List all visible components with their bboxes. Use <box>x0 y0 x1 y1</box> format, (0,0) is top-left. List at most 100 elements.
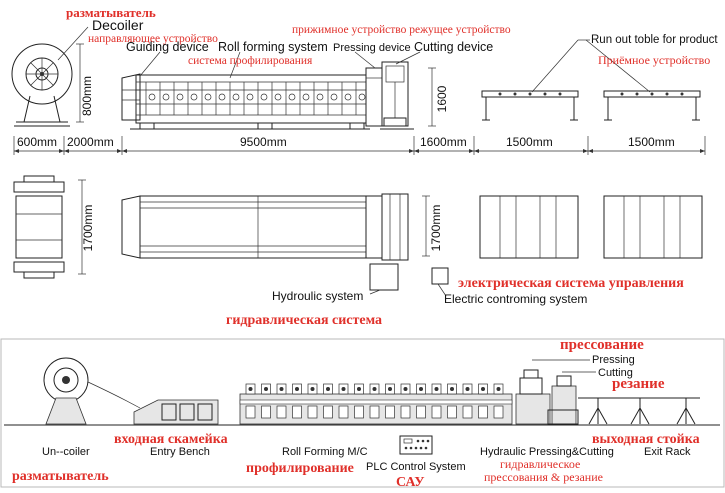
roll-stand <box>369 383 380 419</box>
label-plc-ru: САУ <box>396 475 425 488</box>
label-pressing-en: Pressing device <box>333 42 411 54</box>
dim-1700-plan-b: 1700mm <box>429 205 443 252</box>
label-hydraulic-en: Hydroulic system <box>272 289 363 303</box>
label-decoiler-en: Decoiler <box>92 17 144 33</box>
label-cutting-ru: резание <box>612 376 665 392</box>
label-uncoiler-en: Un--coiler <box>42 446 90 458</box>
exit-rack-drawing <box>578 397 700 425</box>
label-pressing-en: Pressing <box>592 354 635 366</box>
vertical-dimensions-top <box>76 43 436 127</box>
exit-stand <box>676 398 696 425</box>
hydraulic-system-box <box>369 263 399 295</box>
dim-1600: 1600mm <box>420 135 467 149</box>
roll-station <box>313 82 324 115</box>
label-hyd-press-cut-ru-1: гидравлическое <box>500 457 580 471</box>
runout-table-2-plan <box>603 195 703 259</box>
label-roll-forming-ru: система профилирования <box>188 55 313 67</box>
label-hyd-press-cut-en: Hydraulic Pressing&Cutting <box>480 446 614 458</box>
decoiler-plan-view <box>13 175 65 279</box>
uncoiler-drawing <box>43 357 141 425</box>
roll-stand <box>261 383 271 419</box>
roll-forming-mc-drawing <box>239 383 513 425</box>
dim-1600-vertical: 1600 <box>435 85 449 112</box>
label-cutting-en: Cutting <box>598 367 633 379</box>
roll-station <box>201 82 212 115</box>
label-roll-forming-mc-en: Roll Forming M/C <box>282 446 368 458</box>
roll-stand <box>462 383 473 419</box>
roll-stand <box>431 383 442 419</box>
electric-system-box <box>431 267 449 297</box>
roll-stand <box>292 383 302 419</box>
hydraulic-press-cut-drawing <box>515 359 596 425</box>
label-hyd-press-cut-ru-2: прессования & резание <box>484 470 603 484</box>
label-uncoiler-ru: разматыватель <box>12 469 109 484</box>
guiding-device-side <box>121 73 141 121</box>
entry-bench-drawing <box>133 399 219 425</box>
roll-station <box>187 82 198 115</box>
roll-station <box>285 82 296 115</box>
label-hydraulic-ru: гидравлическая система <box>226 313 382 328</box>
label-runout-en: Run out toble for product <box>591 34 718 46</box>
roll-stand <box>354 383 364 419</box>
label-guiding-en: Guiding device <box>126 40 209 54</box>
roll-station <box>341 82 352 115</box>
roll-station <box>215 82 226 115</box>
label-pressing-ru: прессование <box>560 337 644 353</box>
roll-station <box>229 82 240 115</box>
roll-station <box>257 82 268 115</box>
horizontal-dimension-line <box>13 136 706 155</box>
roll-stand <box>447 383 457 419</box>
roll-stand <box>493 383 504 419</box>
runout-table-1-plan <box>479 195 579 259</box>
dim-1700-plan-a: 1700mm <box>81 205 95 252</box>
roll-forming-plan-view <box>121 193 409 261</box>
label-exit-rack-en: Exit Rack <box>644 446 691 458</box>
label-plc-en: PLC Control System <box>366 461 466 473</box>
label-exit-rack-ru: выходная стойка <box>592 432 700 447</box>
roll-stand <box>416 383 426 419</box>
roll-station <box>271 82 282 115</box>
label-profiling-ru: профилирование <box>246 461 354 476</box>
roll-stand <box>323 383 333 419</box>
dim-600: 600mm <box>17 135 57 149</box>
pressing-cutting-device-side <box>365 61 414 130</box>
roll-station <box>145 82 156 115</box>
runout-table-1-side <box>481 90 579 121</box>
runout-table-2-side <box>603 90 701 121</box>
roll-station <box>355 82 366 115</box>
roll-station <box>159 82 170 115</box>
decoiler-side-view <box>11 43 73 127</box>
roll-station <box>173 82 184 115</box>
roll-stand <box>338 383 349 419</box>
dim-1500-b: 1500mm <box>628 135 675 149</box>
label-roll-forming-en: Roll forming system <box>218 40 328 54</box>
roll-station <box>327 82 338 115</box>
label-entry-bench-en: Entry Bench <box>150 446 210 458</box>
plc-control-box <box>399 435 433 455</box>
vertical-dimensions-plan <box>78 179 430 275</box>
roll-stand <box>400 383 411 419</box>
label-entry-bench-ru: входная скамейка <box>114 432 228 447</box>
exit-stand <box>588 398 608 425</box>
dim-800-vertical: 800mm <box>80 76 94 116</box>
roll-stand <box>385 383 395 419</box>
roll-forming-machine-side <box>130 74 370 130</box>
label-press-cut-ru: прижимное устройство режущее устройство <box>292 24 511 36</box>
roll-station <box>243 82 254 115</box>
dim-2000: 2000mm <box>67 135 114 149</box>
top-leader-lines <box>57 26 651 93</box>
label-electric-ru: электрическая система управления <box>458 276 684 291</box>
label-guiding-ru: направляющее устройство <box>88 33 218 45</box>
label-decoiler-ru: разматыватель <box>66 5 156 20</box>
roll-stand <box>478 383 488 419</box>
dim-9500: 9500mm <box>240 135 287 149</box>
roll-stand <box>307 383 318 419</box>
dim-1500-a: 1500mm <box>506 135 553 149</box>
roll-stand <box>276 383 287 419</box>
exit-stand <box>630 398 650 425</box>
label-electric-en: Electric controming system <box>444 292 587 306</box>
roll-station <box>299 82 310 115</box>
label-cutting-en: Cutting device <box>414 40 493 54</box>
